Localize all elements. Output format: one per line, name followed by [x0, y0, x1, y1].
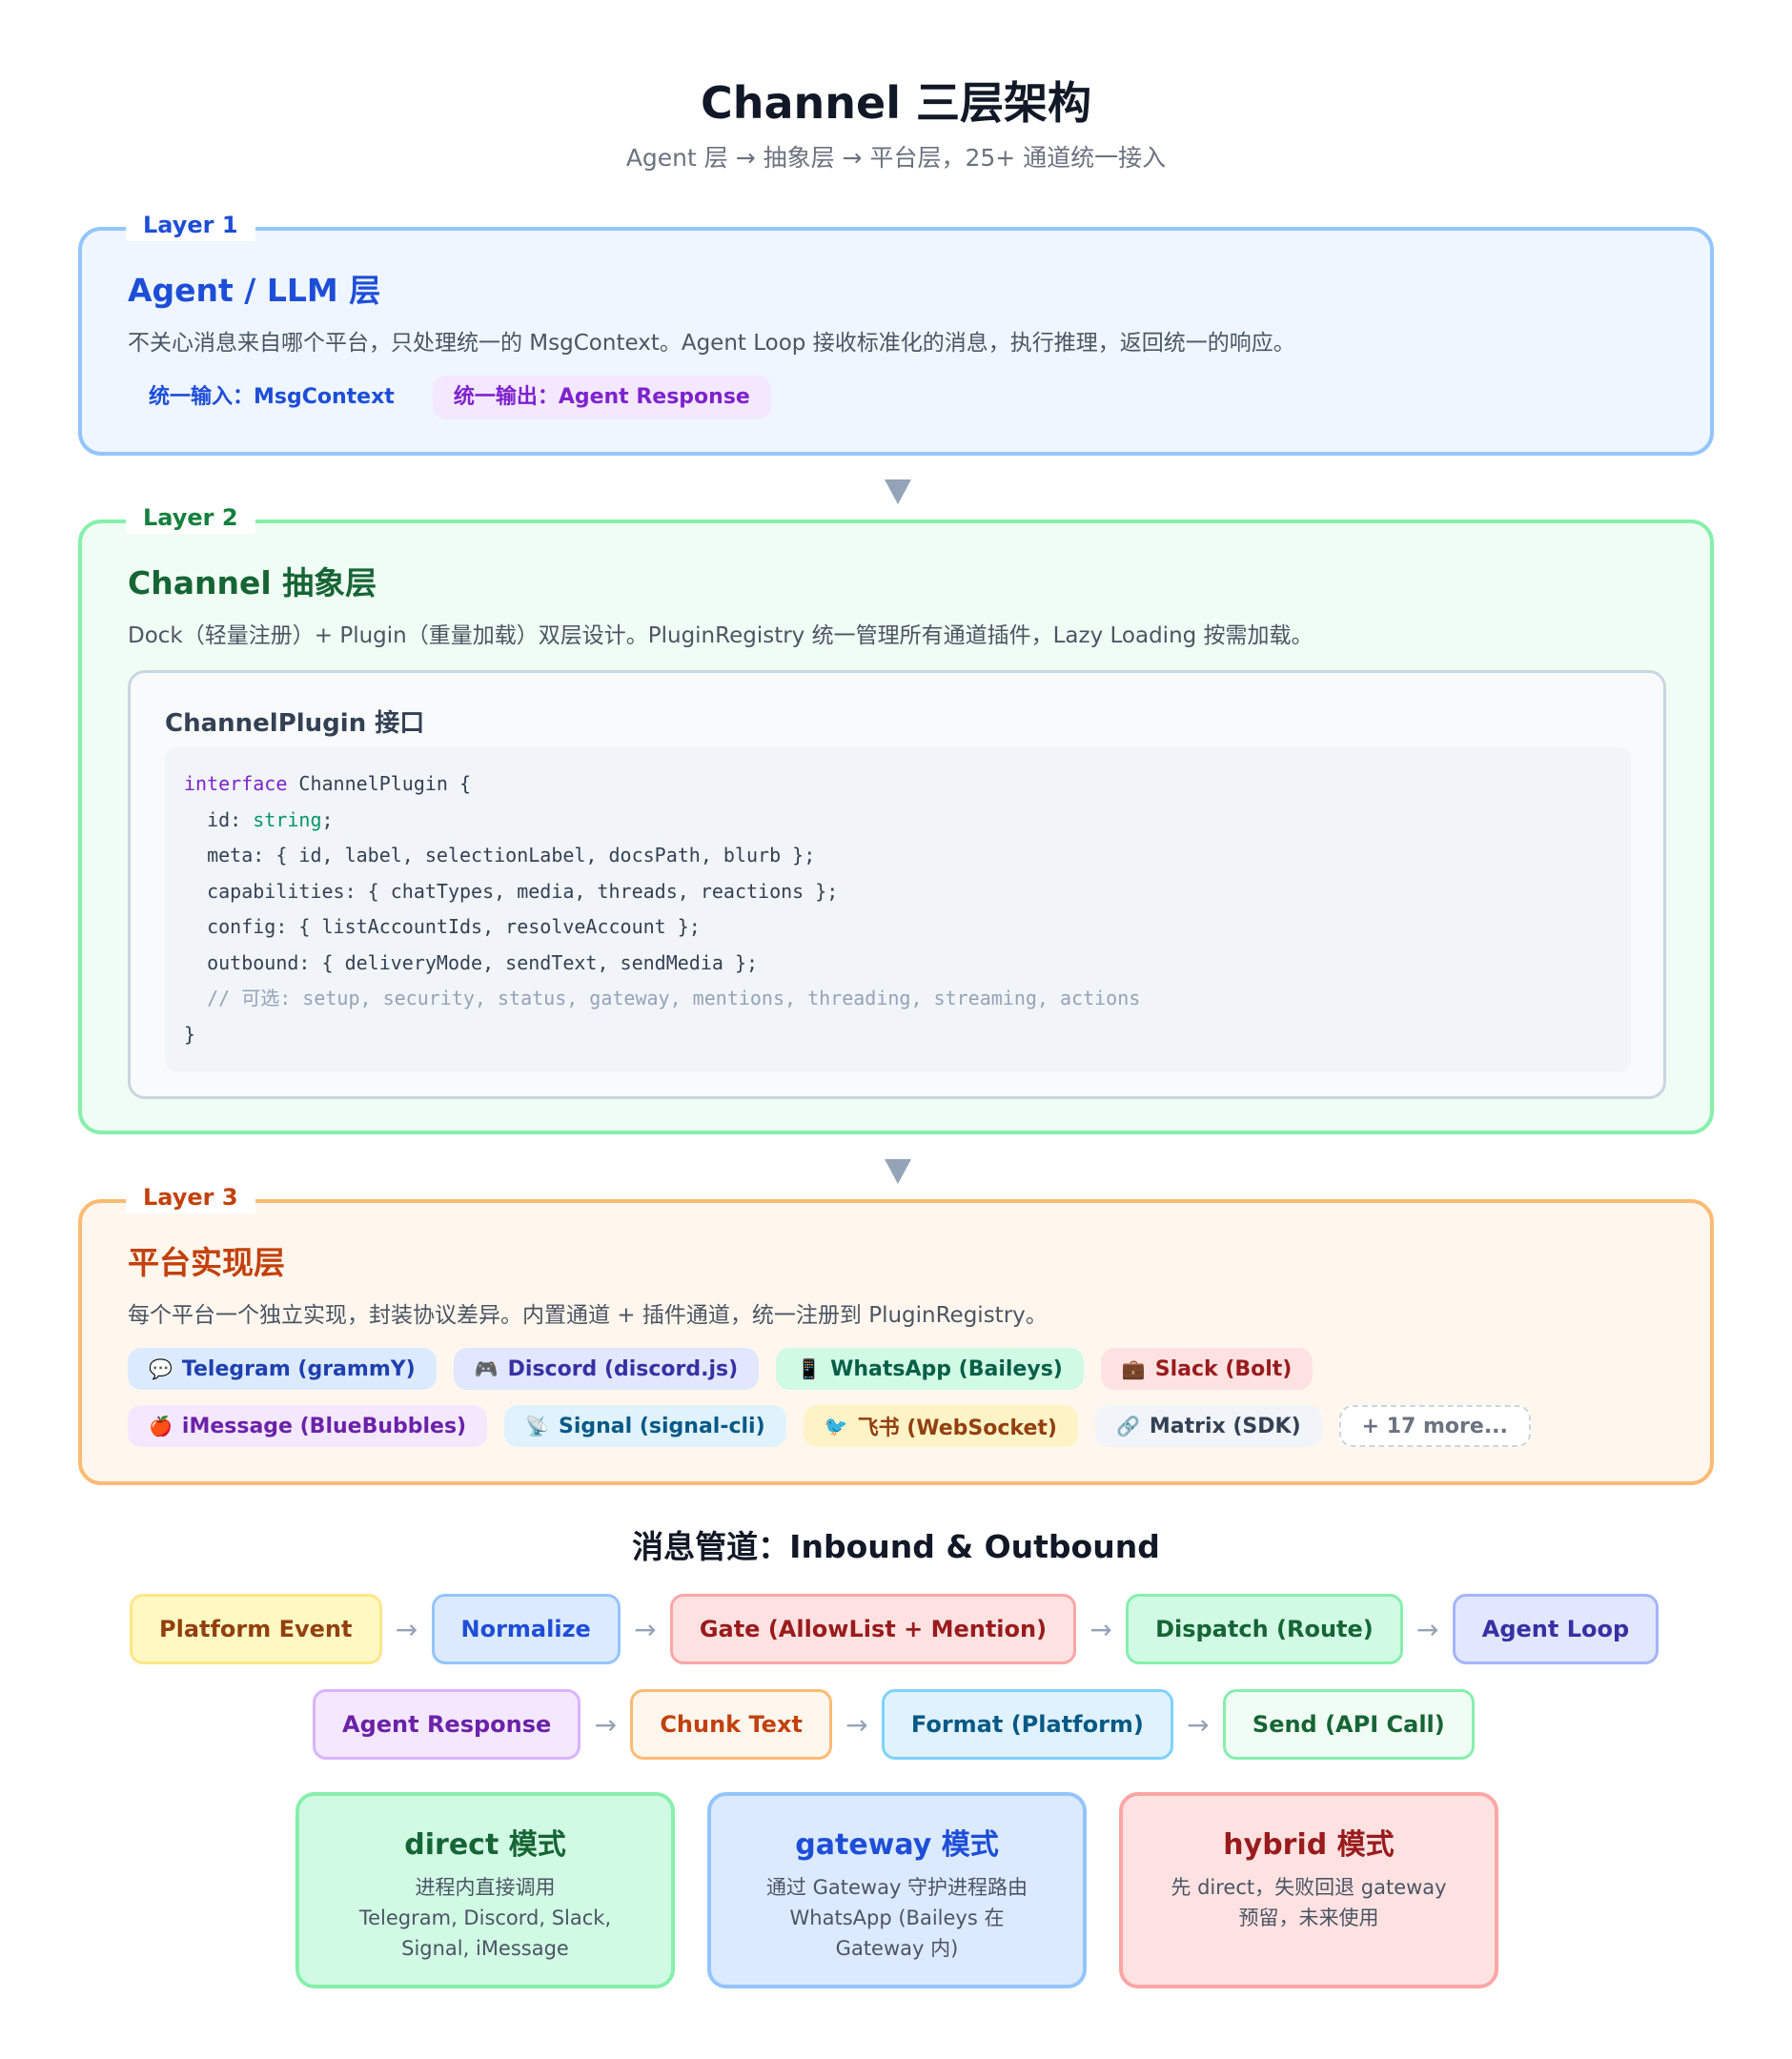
flow-node-send: Send (API Call): [1222, 1689, 1475, 1760]
mode-title: hybrid 模式: [1223, 1828, 1395, 1862]
layer-title: Agent / LLM 层: [128, 272, 381, 309]
code-text: id:: [184, 807, 254, 831]
page-subtitle: Agent 层 → 抽象层 → 平台层，25+ 通道统一接入: [625, 144, 1167, 172]
code-block: interface ChannelPlugin { id: string; me…: [165, 747, 1631, 1071]
mode-line: 进程内直接调用: [415, 1876, 556, 1899]
flow-node-platform-event: Platform Event: [130, 1594, 382, 1664]
code-line: id: string;: [184, 803, 1612, 839]
layer-1-panel: Layer 1 Agent / LLM 层 不关心消息来自哪个平台，只处理统一的…: [78, 209, 1714, 456]
mode-card-direct: direct 模式 进程内直接调用 Telegram, Discord, Sla…: [295, 1792, 675, 1988]
game-controller-icon: 🎮: [474, 1357, 499, 1380]
layer-tag: Layer 3: [126, 1181, 255, 1213]
link-icon: 🔗: [1115, 1415, 1140, 1437]
mode-title: gateway 模式: [795, 1828, 999, 1862]
speech-bubble-icon: 💬: [149, 1357, 173, 1380]
code-text: ;: [321, 807, 334, 831]
platform-label: Telegram (grammY): [181, 1356, 416, 1381]
mode-line: Signal, iMessage: [401, 1937, 569, 1960]
platform-label: Slack (Bolt): [1154, 1356, 1293, 1381]
output-badge: 统一输出：Agent Response: [432, 376, 771, 419]
code-line: meta: { id, label, selectionLabel, docsP…: [184, 844, 816, 866]
mode-line: 通过 Gateway 守护进程路由: [765, 1876, 1028, 1899]
platform-label: Signal (signal-cli): [559, 1414, 765, 1438]
code-line: interface ChannelPlugin {: [184, 766, 1612, 803]
outbound-flow: Agent Response → Chunk Text → Format (Pl…: [313, 1689, 1475, 1760]
pipeline-title: 消息管道：Inbound & Outbound: [632, 1528, 1160, 1565]
flow-node-format: Format (Platform): [881, 1689, 1173, 1760]
down-arrow-icon: [885, 1159, 911, 1184]
flow-node-gate: Gate (AllowList + Mention): [669, 1594, 1077, 1664]
down-arrow-icon: [885, 479, 911, 504]
layer-description: 不关心消息来自哪个平台，只处理统一的 MsgContext。Agent Loop…: [128, 331, 1295, 356]
mode-line: 预留，未来使用: [1238, 1906, 1379, 1929]
platform-badge-slack: 💼 Slack (Bolt): [1100, 1348, 1313, 1390]
flow-node-dispatch: Dispatch (Route): [1126, 1594, 1403, 1664]
platform-row: 💬 Telegram (grammY) 🎮 Discord (discord.js)…: [128, 1348, 1313, 1390]
platform-badge-matrix: 🔗 Matrix (SDK): [1094, 1405, 1322, 1447]
layer-tag: Layer 1: [126, 209, 255, 241]
apple-icon: 🍎: [149, 1415, 173, 1437]
right-arrow-icon: →: [1187, 1708, 1210, 1741]
platform-label: 飞书 (WebSocket): [857, 1417, 1057, 1440]
layer-description: 每个平台一个独立实现，封装协议差异。内置通道 + 插件通道，统一注册到 Plug…: [128, 1303, 1048, 1328]
right-arrow-icon: →: [594, 1708, 618, 1741]
platform-badge-discord: 🎮 Discord (discord.js): [453, 1348, 760, 1390]
platform-badge-signal: 📡 Signal (signal-cli): [504, 1405, 786, 1447]
layer-tag: Layer 2: [126, 501, 255, 534]
platform-badge-whatsapp: 📱 WhatsApp (Baileys): [776, 1348, 1084, 1390]
code-line: }: [184, 1022, 196, 1046]
code-line: outbound: { deliveryMode, sendText, send…: [184, 950, 759, 974]
layer-description: Dock（轻量注册）+ Plugin（重量加载）双层设计。PluginRegis…: [128, 623, 1313, 648]
platform-label: iMessage (BlueBubbles): [181, 1414, 467, 1438]
right-arrow-icon: →: [395, 1613, 418, 1645]
interface-title: ChannelPlugin 接口: [165, 709, 425, 738]
code-comment: // 可选: setup, security, status, gateway,…: [184, 987, 1141, 1009]
mode-description: 通过 Gateway 守护进程路由 WhatsApp (Baileys 在 Ga…: [711, 1872, 1083, 1964]
flow-node-agent-response: Agent Response: [313, 1689, 581, 1760]
io-row: 统一输入：MsgContext 统一输出：Agent Response: [128, 376, 771, 419]
flow-node-normalize: Normalize: [431, 1594, 621, 1664]
right-arrow-icon: →: [1089, 1613, 1112, 1645]
platform-label: Matrix (SDK): [1149, 1414, 1301, 1438]
input-badge: 统一输入：MsgContext: [128, 376, 416, 419]
code-keyword: interface: [184, 772, 288, 795]
mode-card-hybrid: hybrid 模式 先 direct，失败回退 gateway 预留，未来使用: [1119, 1792, 1498, 1988]
mode-description: 进程内直接调用 Telegram, Discord, Slack, Signal…: [299, 1872, 671, 1964]
mode-line: Gateway 内): [835, 1937, 959, 1960]
mode-card-gateway: gateway 模式 通过 Gateway 守护进程路由 WhatsApp (B…: [707, 1792, 1087, 1988]
right-arrow-icon: →: [634, 1613, 657, 1645]
platform-badge-feishu: 🐦 飞书 (WebSocket): [803, 1405, 1078, 1447]
layer-2-panel: Layer 2 Channel 抽象层 Dock（轻量注册）+ Plugin（重…: [78, 501, 1714, 1134]
interface-card: ChannelPlugin 接口 interface ChannelPlugin…: [128, 670, 1666, 1099]
platform-label: Discord (discord.js): [507, 1356, 739, 1381]
briefcase-icon: 💼: [1121, 1357, 1146, 1380]
right-arrow-icon: →: [1416, 1613, 1439, 1645]
code-line: config: { listAccountIds, resolveAccount…: [184, 915, 701, 938]
bird-icon: 🐦: [824, 1415, 848, 1437]
platform-badge-telegram: 💬 Telegram (grammY): [128, 1348, 437, 1390]
code-line: capabilities: { chatTypes, media, thread…: [184, 879, 839, 903]
flow-node-agent-loop: Agent Loop: [1452, 1594, 1660, 1664]
inbound-flow: Platform Event → Normalize → Gate (Allow…: [130, 1594, 1660, 1664]
page-title: Channel 三层架构: [700, 77, 1092, 129]
code-type: string: [253, 807, 322, 831]
layer-3-panel: Layer 3 平台实现层 每个平台一个独立实现，封装协议差异。内置通道 + 插…: [78, 1181, 1714, 1485]
mode-line: WhatsApp (Baileys 在: [789, 1906, 1005, 1929]
layer-title: Channel 抽象层: [128, 564, 377, 601]
right-arrow-icon: →: [845, 1708, 868, 1741]
platform-badge-imessage: 🍎 iMessage (BlueBubbles): [128, 1405, 488, 1447]
more-platforms-badge: + 17 more...: [1338, 1405, 1531, 1447]
mode-description: 先 direct，失败回退 gateway 预留，未来使用: [1123, 1872, 1495, 1933]
mode-title: direct 模式: [404, 1828, 566, 1862]
mobile-phone-icon: 📱: [797, 1357, 822, 1380]
code-text: ChannelPlugin {: [287, 772, 472, 795]
platform-label: WhatsApp (Baileys): [830, 1356, 1063, 1381]
satellite-antenna-icon: 📡: [525, 1415, 550, 1437]
platform-row: 🍎 iMessage (BlueBubbles) 📡 Signal (signal-…: [128, 1405, 1531, 1447]
flow-node-chunk-text: Chunk Text: [630, 1689, 832, 1760]
layer-title: 平台实现层: [128, 1244, 285, 1281]
mode-line: 先 direct，失败回退 gateway: [1171, 1876, 1447, 1899]
mode-line: Telegram, Discord, Slack,: [358, 1906, 612, 1929]
